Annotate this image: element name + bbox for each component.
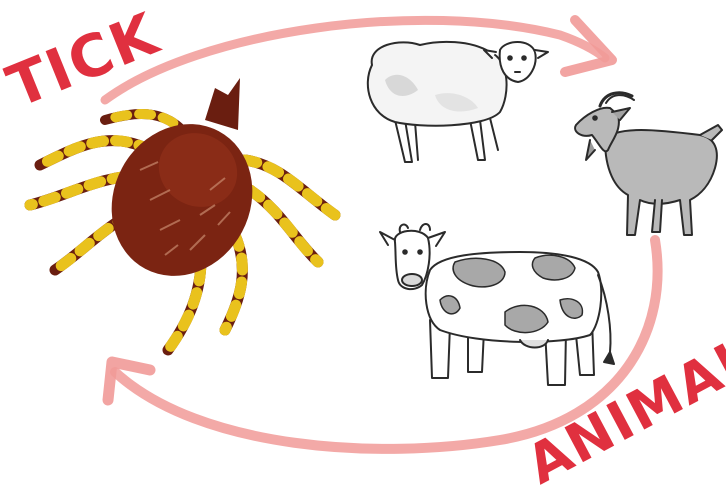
cow-icon <box>380 224 614 385</box>
tick-icon <box>30 78 335 350</box>
tick-head <box>205 78 240 130</box>
goat-icon <box>575 93 722 235</box>
sheep-head <box>500 42 536 82</box>
tick-label: TICK <box>0 0 169 121</box>
sheep-icon <box>368 42 548 162</box>
